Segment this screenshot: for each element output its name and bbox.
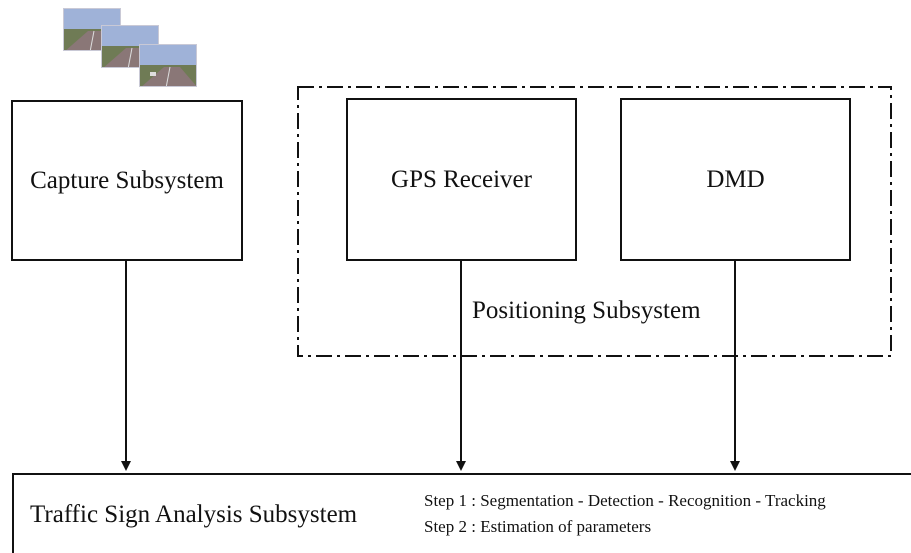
gps-receiver-label: GPS Receiver bbox=[391, 165, 532, 193]
positioning-subsystem-frame bbox=[297, 86, 892, 357]
dmd-label: DMD bbox=[706, 165, 765, 193]
road-frame-thumbnail bbox=[139, 44, 197, 87]
positioning-subsystem-label: Positioning Subsystem bbox=[472, 297, 701, 324]
gps-receiver-box: GPS Receiver bbox=[346, 98, 577, 261]
traffic-sign-analysis-box: Traffic Sign Analysis Subsystem Step 1 :… bbox=[12, 473, 911, 553]
capture-subsystem-box: Capture Subsystem bbox=[11, 100, 243, 261]
capture-subsystem-label: Capture Subsystem bbox=[30, 166, 224, 194]
step-2-text: Step 2 : Estimation of parameters bbox=[424, 517, 652, 536]
dmd-box: DMD bbox=[620, 98, 851, 261]
step-1-text: Step 1 : Segmentation - Detection - Reco… bbox=[424, 491, 826, 510]
traffic-sign-analysis-title: Traffic Sign Analysis Subsystem bbox=[30, 501, 358, 528]
